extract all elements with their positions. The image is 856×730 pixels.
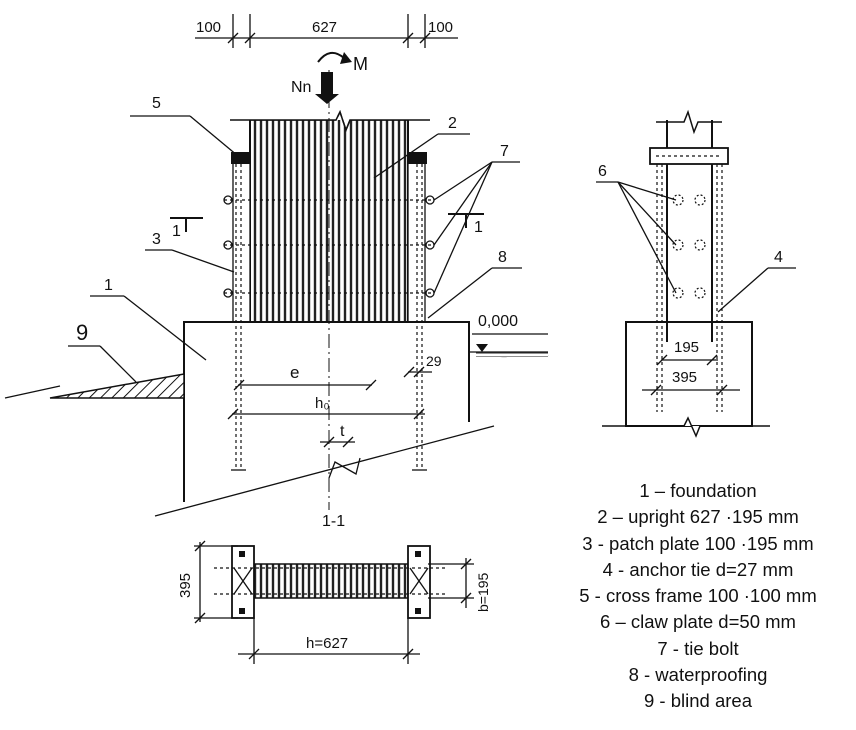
callout-4: 4 [774, 249, 783, 266]
upright [230, 110, 430, 322]
patch-plates [231, 161, 427, 471]
plan-dim-395: 395 [177, 573, 194, 598]
legend-item-6: 6 – claw plate d=50 mm [600, 611, 796, 633]
axial-load-label: Nn [291, 79, 311, 96]
legend: 1 – foundation 2 – upright 627 ·195 mm 3… [540, 478, 856, 715]
side-dim-195: 195 [674, 339, 699, 356]
callout-6: 6 [598, 163, 607, 180]
legend-item-5: 5 - cross frame 100 ·100 mm [579, 585, 817, 607]
legend-item-4: 4 - anchor tie d=27 mm [602, 558, 794, 580]
side-dim-395: 395 [672, 369, 697, 386]
dim-29: 29 [426, 353, 442, 369]
callouts: 5 2 3 7 8 1 9 [68, 95, 522, 383]
callout-8: 8 [498, 249, 507, 266]
legend-item-9: 9 - blind area [644, 690, 752, 712]
main-elevation: 100 627 100 Nn M [4, 14, 549, 517]
plan-dim-h: h=627 [306, 635, 348, 652]
section-mark-right: 1 [474, 219, 483, 236]
legend-item-1: 1 – foundation [639, 480, 757, 501]
moment-label: M [353, 54, 368, 74]
side-elevation: 195 395 6 4 [596, 109, 796, 438]
h0-label: h₀ [315, 395, 330, 412]
top-dimension: 100 627 100 [195, 14, 458, 48]
cross-frames [231, 152, 427, 164]
callout-5: 5 [152, 95, 161, 112]
callout-9: 9 [76, 320, 88, 345]
legend-item-2: 2 – upright 627 ·195 mm [597, 506, 799, 528]
foundation [154, 70, 495, 517]
callout-2: 2 [448, 115, 457, 132]
e-label: e [290, 363, 299, 382]
section-plan: 1-1 395 b=195 h [177, 513, 491, 664]
t-label: t [340, 423, 345, 440]
ground-level-mark: 0,000 [470, 313, 549, 358]
legend-item-3: 3 - patch plate 100 ·195 mm [582, 532, 814, 554]
plan-dim-b: b=195 [475, 572, 491, 612]
legend-item-8: 8 - waterproofing [628, 664, 768, 686]
dim-right-100: 100 [428, 19, 453, 36]
section-title: 1-1 [322, 513, 345, 530]
legend-item-7: 7 - tie bolt [657, 637, 739, 659]
load-symbols: Nn M [291, 51, 368, 104]
dim-left-100: 100 [196, 19, 221, 36]
callout-3: 3 [152, 231, 161, 248]
eccentricity-dims: e h₀ t 29 [227, 353, 442, 448]
ground-level-label: 0,000 [478, 313, 518, 330]
section-mark-left: 1 [172, 223, 181, 240]
callout-1: 1 [104, 277, 113, 294]
callout-7: 7 [500, 143, 509, 160]
dim-upright-627: 627 [312, 19, 337, 36]
blind-area [4, 373, 185, 399]
